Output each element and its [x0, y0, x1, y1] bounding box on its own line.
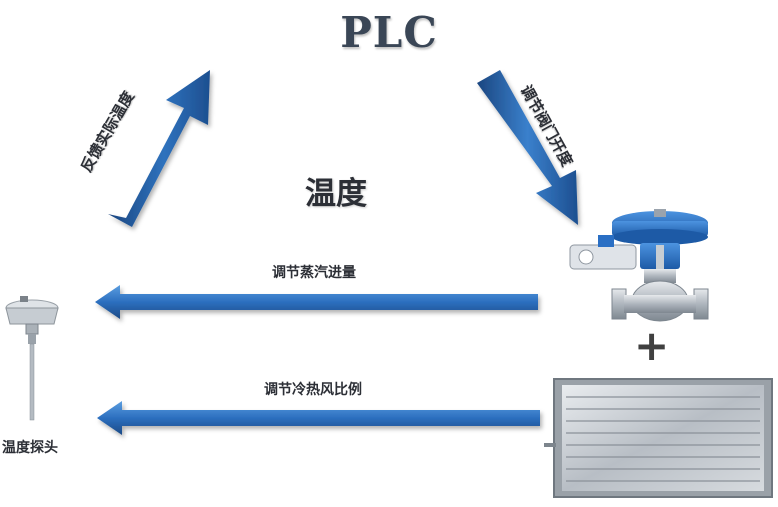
temperature-probe-label: 温度探头 [2, 440, 58, 456]
temperature-center-label: 温度 [305, 176, 367, 212]
steam-flow-label: 调节蒸汽进量 [272, 265, 356, 281]
control-valve-icon [569, 209, 709, 322]
plus-sign: + [634, 321, 670, 370]
temperature-probe-icon [5, 296, 59, 421]
air-ratio-label: 调节冷热风比例 [264, 382, 362, 398]
plc-title: PLC [340, 8, 438, 57]
air-damper-icon [544, 378, 773, 498]
